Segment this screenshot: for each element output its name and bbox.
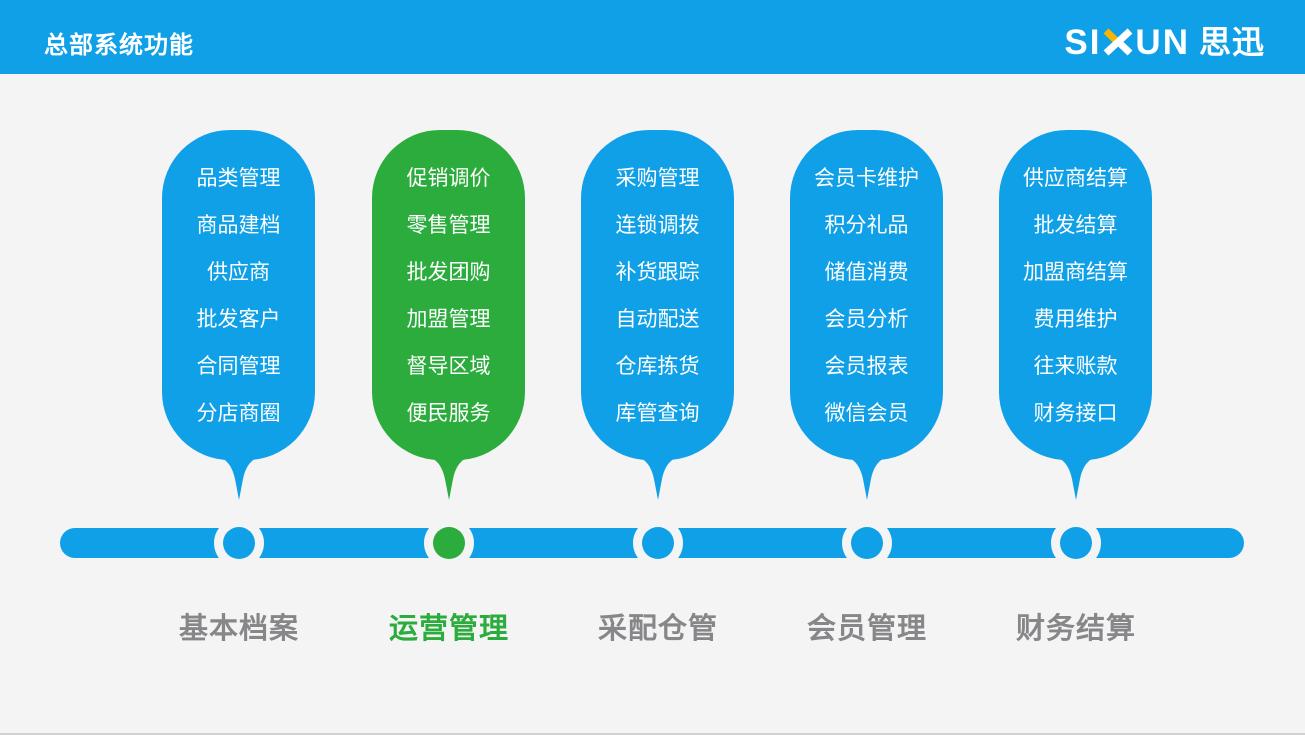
feature-item: 督导区域	[406, 355, 491, 378]
feature-item: 财务接口	[1033, 402, 1118, 425]
feature-item: 会员卡维护	[814, 167, 919, 190]
balloon-tail	[627, 453, 688, 500]
group-label-membership: 会员管理	[806, 613, 927, 645]
group-label-basic-files: 基本档案	[178, 613, 299, 645]
balloon-tail	[418, 453, 479, 500]
balloon-purchasing-warehouse: 采购管理 连锁调拨 补货跟踪 自动配送 仓库拣货 库管查询	[581, 130, 734, 501]
feature-item: 连锁调拨	[615, 214, 700, 237]
timeline-node-dot	[1060, 527, 1092, 559]
feature-item: 商品建档	[196, 214, 281, 237]
balloon-tail	[1045, 453, 1106, 500]
feature-item: 微信会员	[824, 402, 909, 425]
feature-item: 积分礼品	[824, 214, 909, 237]
feature-item: 批发客户	[196, 308, 281, 331]
balloon-operations: 促销调价 零售管理 批发团购 加盟管理 督导区域 便民服务	[372, 130, 525, 501]
timeline-node-dot	[433, 527, 465, 559]
feature-item: 储值消费	[824, 261, 909, 284]
feature-item: 批发团购	[406, 261, 491, 284]
balloon-body: 会员卡维护 积分礼品 储值消费 会员分析 会员报表 微信会员	[790, 130, 943, 460]
timeline-node-dot	[642, 527, 674, 559]
feature-item: 采购管理	[615, 167, 700, 190]
balloon-body: 品类管理 商品建档 供应商 批发客户 合同管理 分店商圈	[162, 130, 315, 460]
balloon-body: 促销调价 零售管理 批发团购 加盟管理 督导区域 便民服务	[372, 130, 525, 460]
bottom-edge-line	[0, 733, 1305, 739]
feature-item: 库管查询	[615, 402, 700, 425]
balloon-finance: 供应商结算 批发结算 加盟商结算 费用维护 往来账款 财务接口	[999, 130, 1152, 501]
feature-item: 加盟商结算	[1023, 261, 1128, 284]
timeline-node-dot	[223, 527, 255, 559]
balloon-tail	[836, 453, 897, 500]
balloon-body: 供应商结算 批发结算 加盟商结算 费用维护 往来账款 财务接口	[999, 130, 1152, 460]
feature-item: 费用维护	[1033, 308, 1118, 331]
feature-item: 便民服务	[406, 402, 491, 425]
header-bar: 总部系统功能 SI UN 思迅	[0, 0, 1305, 74]
balloon-membership: 会员卡维护 积分礼品 储值消费 会员分析 会员报表 微信会员	[790, 130, 943, 501]
feature-item: 供应商	[207, 261, 270, 284]
timeline-node-dot	[851, 527, 883, 559]
logo-x-icon	[1104, 28, 1133, 56]
feature-item: 品类管理	[196, 167, 281, 190]
group-label-finance: 财务结算	[1015, 613, 1136, 645]
feature-item: 会员报表	[824, 355, 909, 378]
balloon-basic-files: 品类管理 商品建档 供应商 批发客户 合同管理 分店商圈	[162, 130, 315, 501]
feature-item: 供应商结算	[1023, 167, 1128, 190]
feature-item: 分店商圈	[196, 402, 281, 425]
feature-item: 仓库拣货	[615, 355, 700, 378]
logo-text-cjk: 思迅	[1198, 24, 1265, 60]
balloon-tail	[208, 453, 269, 500]
feature-item: 会员分析	[824, 308, 909, 331]
group-label-purchasing-warehouse: 采配仓管	[597, 613, 718, 645]
feature-item: 批发结算	[1033, 214, 1118, 237]
logo-text-un: UN	[1135, 22, 1190, 62]
feature-item: 补货跟踪	[615, 261, 700, 284]
group-label-operations: 运营管理	[388, 613, 509, 645]
logo-text-si: SI	[1064, 22, 1102, 62]
feature-item: 自动配送	[615, 308, 700, 331]
sixun-logo: SI UN 思迅	[1064, 25, 1265, 60]
feature-item: 往来账款	[1033, 355, 1118, 378]
feature-item: 合同管理	[196, 355, 281, 378]
feature-item: 零售管理	[406, 214, 491, 237]
page-title: 总部系统功能	[44, 31, 194, 59]
feature-item: 加盟管理	[406, 308, 491, 331]
feature-item: 促销调价	[406, 167, 491, 190]
balloon-body: 采购管理 连锁调拨 补货跟踪 自动配送 仓库拣货 库管查询	[581, 130, 734, 460]
